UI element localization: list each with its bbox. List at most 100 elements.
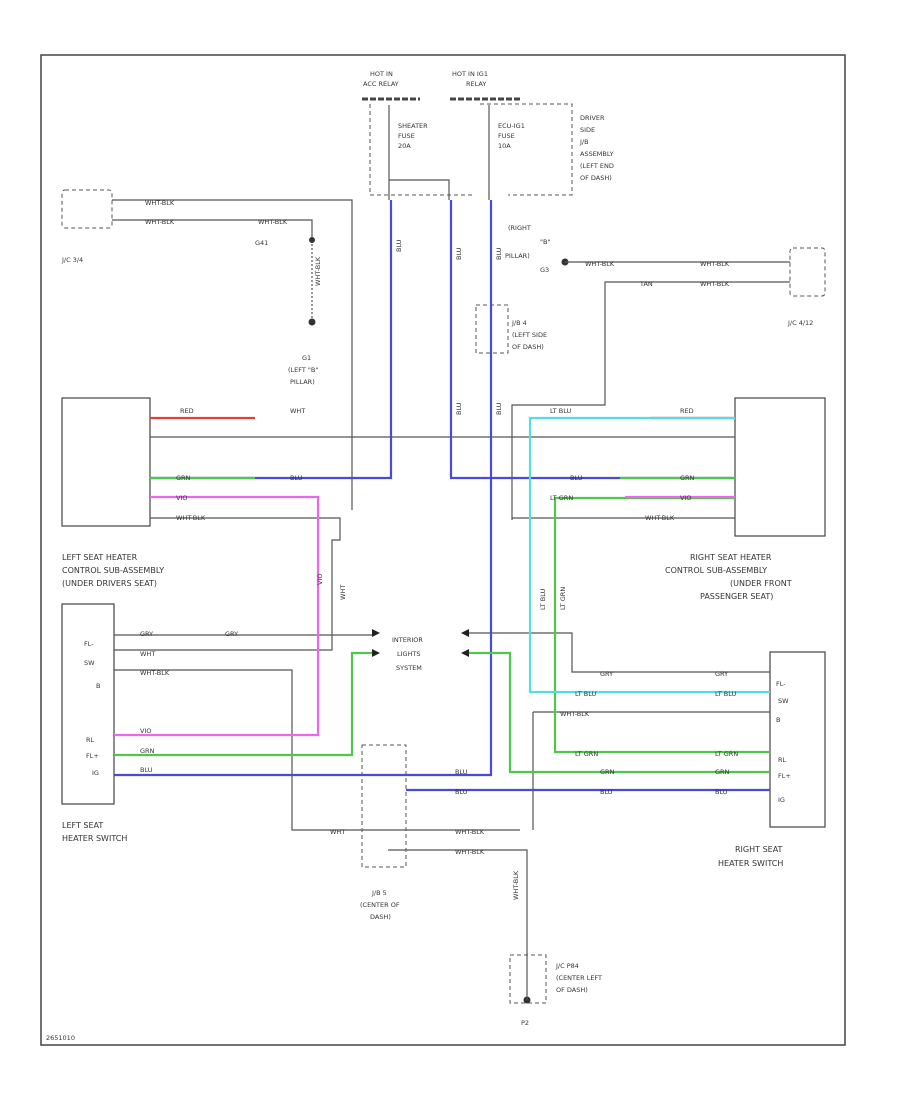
wire-label-jc-right-2: WHT-BLK [700,260,730,268]
wire-label-blu-vert-4: BLU [495,402,503,415]
wire-label-wht-blk-right: WHT-BLK [645,514,675,522]
wire-label-ground-left: WHT-BLK [314,256,322,286]
wire-blue-main-down [114,200,493,777]
wire-label-ltgrn-vert: LT GRN [559,587,567,610]
ground-bottom-label: P2 [521,1019,529,1027]
hot-right-label-1: HOT IN IG1 [452,70,488,78]
wire-label-jc-left-1: WHT-BLK [145,199,175,207]
wire-label-blu-right: BLU [570,474,583,482]
wire-label-wht-left-2: WHT [140,650,155,658]
wire-green-right-switch [469,651,770,774]
left-switch-pin-sw: SW [84,659,95,667]
wire-label-blu-vert-1: BLU [395,239,403,252]
left-switch-pin-fl-minus: FL- [84,640,94,648]
hot-left-label-1: HOT IN [370,70,393,78]
interior-label-2: LIGHTS [397,650,421,658]
jb5-label-2: (CENTER OF [360,901,400,909]
fuse-left-label-3: 20A [398,142,411,150]
jc-right-outline [789,247,826,297]
wire-label-grn-left-2: GRN [140,747,155,755]
wire-label-blu-right-2: BLU [600,788,613,796]
wire-label-grn-right-2: GRN [600,768,615,776]
wire-label-wht-blk-left: WHT-BLK [176,514,206,522]
wire-label-ltblu-vert: LT BLU [539,588,547,610]
wire-label-blu-vert-2: BLU [455,247,463,260]
ground-wire-left-upper [112,199,353,510]
wire-label-grn-right-3: GRN [715,768,730,776]
interior-label-3: SYSTEM [396,664,422,672]
interior-arrow-left-2 [372,649,380,657]
jb4-label-2: (LEFT SIDE [512,331,547,339]
wire-pink-left [114,495,320,737]
ground-left-loc-2: (LEFT "B" [288,366,318,374]
wire-right-switch-gry [469,632,770,673]
wire-label-ltblu-right-2: LT BLU [575,690,597,698]
right-switch-label-1: RIGHT SEAT [735,845,783,854]
interior-arrow-right-1 [461,629,469,637]
right-seat-heater-switch-box [769,651,826,828]
wire-label-blu-right-3: BLU [715,788,728,796]
wire-label-gry-right: GRY [600,670,613,678]
right-switch-pin-fl-minus: FL- [776,680,786,688]
right-seat-heater-control-box [734,397,826,537]
jc-left-outline [61,189,113,229]
diagram-frame [40,54,846,1046]
wire-label-wht-blk-center-1: WHT-BLK [455,828,485,836]
jb-driver-label-2: SIDE [580,126,595,134]
left-seat-heater-switch-box [61,603,115,805]
wire-label-red-left: RED [180,407,194,415]
ground-right-loc-3: PILLAR) [505,252,530,260]
left-switch-label-2: HEATER SWITCH [62,834,127,843]
ground-left-node [308,318,316,326]
wire-label-blu-center-2: BLU [455,788,468,796]
wire-label-jc-right-1: WHT-BLK [585,260,615,268]
wire-left-switch-wht-blk [114,669,388,831]
left-module-label-1: LEFT SEAT HEATER [62,553,138,562]
wire-label-wht-vert: WHT [339,585,347,600]
jc-right-label: J/C 4/12 [787,319,813,327]
ground-right-id: G3 [540,266,549,274]
jb-driver-label-4: ASSEMBLY [580,150,614,158]
wire-label-jc-right-4: WHT-BLK [700,280,730,288]
diagram-code: 2651010 [46,1034,75,1042]
left-switch-label-1: LEFT SEAT [62,821,103,830]
wire-label-vio-right: VIO [680,494,691,502]
fuse-bridge-wire [389,179,450,200]
wire-blue-right-upper [449,200,735,480]
jb4-label-1: J/B 4 [511,319,527,327]
fuse-right-label-2: FUSE [498,132,515,140]
wire-label-vio-left-2: VIO [140,727,151,735]
right-module-label-3: (UNDER FRONT [730,579,792,588]
jc-p84-label-2: (CENTER LEFT [556,974,602,982]
wire-label-wht-blk-right-2: WHT-BLK [560,710,590,718]
wire-label-ltblu-right-3: LT BLU [715,690,737,698]
left-switch-pin-b: B [96,682,100,690]
right-switch-pin-b: B [776,716,780,724]
wire-label-gry-left-2: GRY [225,630,238,638]
jb5-label-3: DASH) [370,913,391,921]
wire-label-wht-blk-left-2: WHT-BLK [140,669,170,677]
wire-jb5-lower [388,849,528,1000]
wire-label-ltgrn-right: LT GRN [550,494,573,502]
right-module-label-4: PASSENGER SEAT) [700,592,773,601]
fuse-right-label-1: ECU-IG1 [498,122,525,130]
fuse-right-label-3: 10A [498,142,511,150]
wire-label-jc-left-2: WHT-BLK [145,218,175,226]
interior-arrow-right-2 [461,649,469,657]
wire-label-ltgrn-right-2: LT GRN [575,750,598,758]
wire-label-jc-right-3: TAN [639,280,653,288]
left-seat-heater-control-box [61,397,151,527]
wire-label-grn-left: GRN [176,474,191,482]
jc-p84-outline [509,954,547,1004]
wire-label-ltblu-right: LT BLU [550,407,572,415]
jb-driver-label-5: (LEFT END [580,162,614,170]
jc-p84-label-1: J/C P84 [555,962,579,970]
jb-driver-label-3: J/B [579,138,589,146]
ground-left-id: G41 [255,239,268,247]
right-module-label-1: RIGHT SEAT HEATER [690,553,772,562]
wire-label-wht-blk-bottom: WHT-BLK [512,870,520,900]
ground-wire-left-lower [112,219,313,240]
right-switch-pin-rl: RL [778,756,787,764]
wire-left-module-wht [114,517,341,651]
fuse-left-label-2: FUSE [398,132,415,140]
